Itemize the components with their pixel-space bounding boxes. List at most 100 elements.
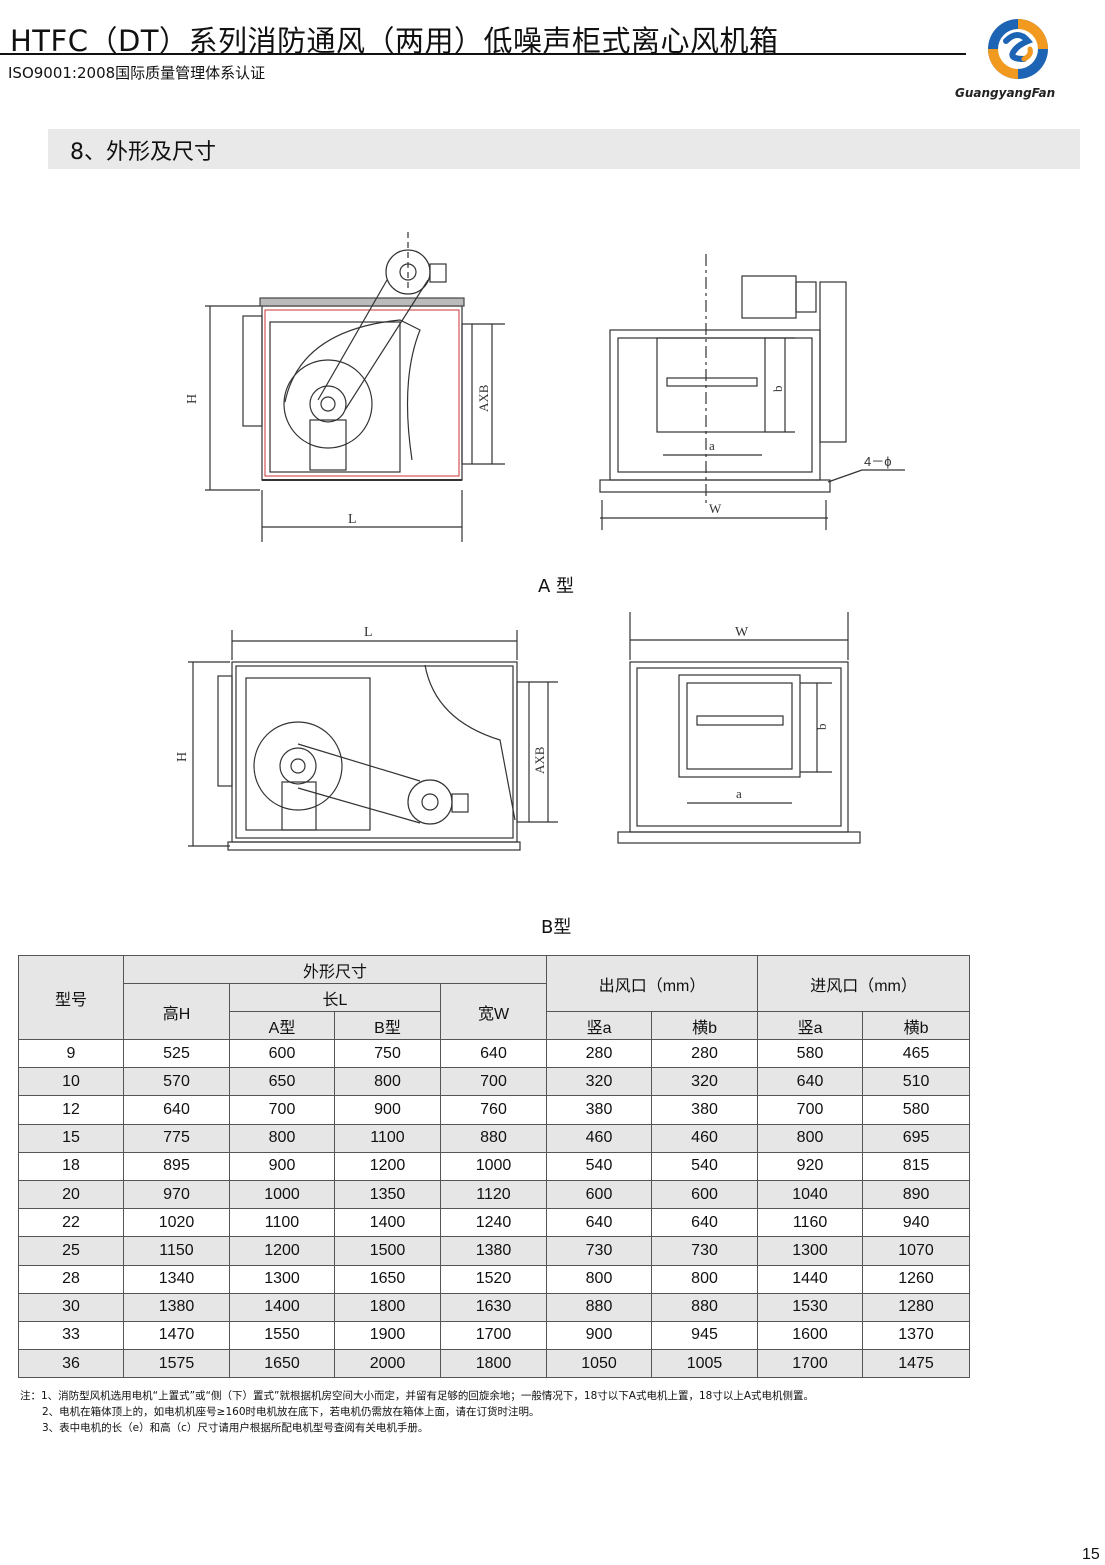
table-cell: 800: [546, 1264, 653, 1294]
table-cell: 18: [18, 1151, 124, 1181]
table-cell: 640: [123, 1095, 230, 1125]
header-outlet: 出风口（mm）: [546, 955, 759, 1012]
table-cell: 945: [651, 1320, 759, 1351]
table-cell: 1150: [123, 1236, 230, 1266]
table-cell: 15: [18, 1123, 124, 1153]
label-a-w: W: [709, 501, 722, 516]
table-cell: 1370: [862, 1320, 971, 1351]
table-cell: 1530: [757, 1292, 864, 1322]
table-cell: 815: [862, 1151, 971, 1181]
table-cell: 30: [18, 1292, 124, 1322]
section-title: 8、外形及尺寸: [70, 140, 216, 165]
table-cell: 700: [757, 1095, 864, 1125]
label-b-axb: AXB: [532, 746, 547, 774]
table-cell: 1380: [439, 1236, 548, 1266]
table-cell: 600: [229, 1038, 335, 1069]
table-cell: 730: [651, 1236, 759, 1266]
table-cell: 1200: [334, 1151, 441, 1181]
table-cell: 1700: [439, 1320, 548, 1351]
table-cell: 33: [18, 1320, 124, 1351]
label-b-w: W: [735, 625, 749, 640]
table-cell: 570: [123, 1067, 230, 1097]
dimension-drawings: H AXB L b a W 4－ϕ: [175, 232, 905, 851]
table-cell: 600: [651, 1179, 759, 1210]
type-b-side-view: L H AXB: [175, 625, 558, 851]
table-cell: 900: [546, 1320, 653, 1351]
table-cell: 900: [334, 1095, 441, 1125]
table-cell: 10: [18, 1067, 124, 1097]
brand-name: GuangyangFan: [955, 86, 1056, 100]
table-cell: 1500: [334, 1236, 441, 1266]
table-cell: 1240: [439, 1208, 548, 1238]
table-cell: 22: [18, 1208, 124, 1238]
header-width: 宽W: [439, 983, 548, 1040]
table-cell: 1400: [229, 1292, 335, 1322]
table-cell: 1300: [757, 1236, 864, 1266]
table-cell: 465: [862, 1038, 971, 1069]
type-a-side-view: H AXB L: [185, 232, 505, 542]
table-cell: 1280: [862, 1292, 971, 1322]
header-length-b: B型: [334, 1011, 441, 1040]
header-height: 高H: [123, 983, 230, 1040]
table-cell: 600: [546, 1179, 653, 1210]
table-cell: 880: [651, 1292, 759, 1322]
document-title: HTFC（DT）系列消防通风（两用）低噪声柜式离心风机箱: [10, 24, 779, 58]
table-cell: 1020: [123, 1208, 230, 1238]
header-length: 长L: [229, 983, 441, 1012]
table-cell: 1120: [439, 1179, 548, 1210]
section-bar: [48, 129, 1080, 169]
table-cell: 640: [439, 1038, 548, 1069]
table-cell: 880: [439, 1123, 548, 1153]
table-cell: 280: [651, 1038, 759, 1069]
table-cell: 1300: [229, 1264, 335, 1294]
table-cell: 1475: [862, 1349, 971, 1379]
type-b-caption: B型: [541, 917, 572, 938]
table-cell: 640: [546, 1208, 653, 1238]
table-cell: 1000: [439, 1151, 548, 1181]
table-cell: 1070: [862, 1236, 971, 1266]
table-cell: 1800: [439, 1349, 548, 1379]
note-1: 注：1、消防型风机选用电机“上置式”或“侧（下）置式”就根据机房空间大小而定，并…: [20, 1390, 815, 1402]
table-cell: 25: [18, 1236, 124, 1266]
table-cell: 1600: [757, 1320, 864, 1351]
table-cell: 20: [18, 1179, 124, 1210]
label-a-axb: AXB: [476, 384, 491, 412]
table-cell: 1575: [123, 1349, 230, 1379]
table-cell: 28: [18, 1264, 124, 1294]
table-cell: 1380: [123, 1292, 230, 1322]
table-cell: 800: [229, 1123, 335, 1153]
table-cell: 36: [18, 1349, 124, 1379]
table-cell: 1440: [757, 1264, 864, 1294]
table-cell: 12: [18, 1095, 124, 1125]
table-cell: 580: [757, 1038, 864, 1069]
table-cell: 730: [546, 1236, 653, 1266]
title-rule: [0, 53, 966, 55]
table-cell: 750: [334, 1038, 441, 1069]
label-b-a: a: [736, 786, 742, 801]
table-cell: 640: [757, 1067, 864, 1097]
label-a-b: b: [770, 386, 785, 393]
table-cell: 580: [862, 1095, 971, 1125]
table-cell: 1800: [334, 1292, 441, 1322]
header-length-a: A型: [229, 1011, 335, 1040]
note-3: 3、表中电机的长（e）和高（c）尺寸请用户根据所配电机型号查阅有关电机手册。: [42, 1422, 429, 1434]
table-cell: 380: [651, 1095, 759, 1125]
table-cell: 1400: [334, 1208, 441, 1238]
table-cell: 1100: [229, 1208, 335, 1238]
table-cell: 1005: [651, 1349, 759, 1379]
header-model: 型号: [18, 955, 124, 1040]
table-cell: 540: [546, 1151, 653, 1181]
notes: 注：1、消防型风机选用电机“上置式”或“侧（下）置式”就根据机房空间大小而定，并…: [20, 1388, 814, 1436]
label-a-hole: 4－ϕ: [864, 454, 892, 469]
table-cell: 1340: [123, 1264, 230, 1294]
